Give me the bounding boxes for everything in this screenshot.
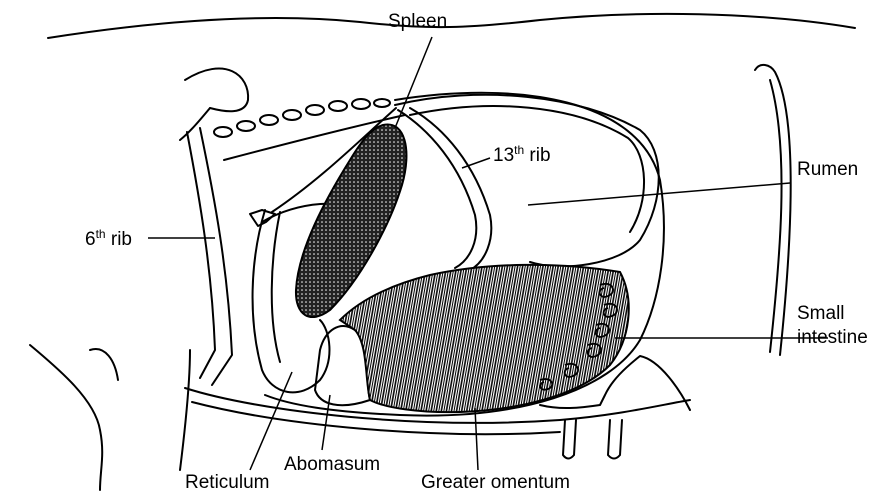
rib13-word: rib	[524, 145, 550, 166]
rib6-word: rib	[106, 229, 132, 250]
leader-greater-omentum	[475, 408, 478, 470]
small-intestine-line2: intestine	[797, 326, 868, 350]
teat-right	[608, 420, 622, 459]
small-intestine-line1: Small	[797, 302, 868, 326]
sixth-rib-inner	[200, 128, 232, 385]
label-small-intestine: Small intestine	[797, 302, 868, 350]
foreleg-outline	[30, 345, 102, 490]
rib6-suffix: th	[96, 227, 106, 241]
vertebrae-row	[214, 99, 390, 137]
abomasum-text: Abomasum	[284, 454, 380, 475]
sixth-rib	[187, 132, 215, 378]
rib13-number: 13	[493, 145, 514, 166]
label-abomasum: Abomasum	[284, 455, 380, 474]
label-sixth-rib: 6th rib	[85, 228, 132, 249]
reticulum-text: Reticulum	[185, 472, 269, 493]
rumen-text: Rumen	[797, 159, 858, 180]
label-greater-omentum: Greater omentum	[421, 473, 570, 492]
shoulder-outline	[185, 69, 248, 112]
leader-abomasum	[322, 395, 330, 450]
rib13-suffix: th	[514, 143, 524, 157]
rumen-inner	[410, 106, 644, 232]
label-rumen: Rumen	[797, 160, 858, 179]
reticulum-inner	[272, 212, 280, 362]
teat-left	[563, 420, 576, 459]
thirteenth-rib-inner	[410, 108, 491, 270]
rumen-outline	[395, 95, 659, 267]
foreleg-front	[180, 350, 190, 470]
cow-back-outline	[48, 14, 855, 38]
hind-flank	[770, 80, 782, 352]
greater-omentum-text: Greater omentum	[421, 472, 570, 493]
label-thirteenth-rib: 13th rib	[493, 144, 551, 165]
rib6-number: 6	[85, 229, 96, 250]
scapula-outline	[180, 108, 210, 140]
label-spleen: Spleen	[388, 12, 447, 31]
foreleg-back	[90, 349, 118, 380]
thirteenth-rib	[398, 110, 476, 268]
spleen-text: Spleen	[388, 11, 447, 32]
hind-leg-upper	[755, 65, 791, 355]
label-reticulum: Reticulum	[185, 473, 269, 492]
greater-omentum-shape	[340, 265, 629, 412]
